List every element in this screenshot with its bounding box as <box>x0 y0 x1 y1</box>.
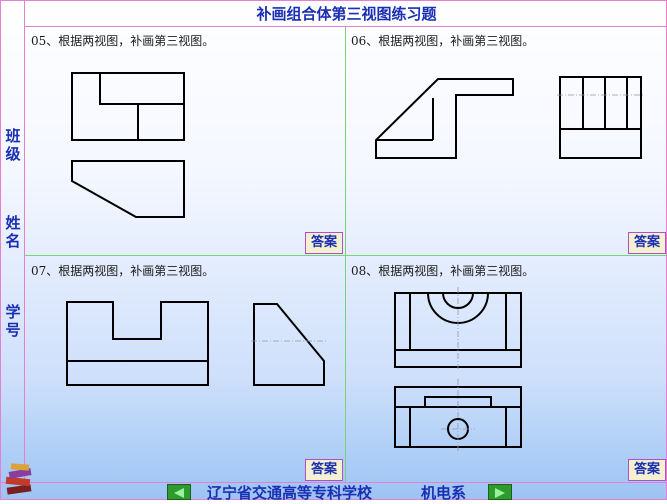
books-icon <box>5 463 32 495</box>
answer-button-07[interactable]: 答案 <box>305 459 343 481</box>
side-label-number: 学号 <box>5 303 21 339</box>
grid-divider-horizontal <box>25 255 667 256</box>
prev-button[interactable] <box>167 484 191 500</box>
question-06-text: 06、根据两视图，补画第三视图。 <box>351 34 535 48</box>
side-label-class: 班级 <box>5 127 21 163</box>
side-label-name: 姓名 <box>5 214 21 250</box>
page-title: 补画组合体第三视图练习题 <box>25 1 667 27</box>
question-08-text: 08、根据两视图，补画第三视图。 <box>351 264 535 278</box>
grid-divider-vertical <box>345 27 346 482</box>
footer-department: 机电系 <box>421 484 467 502</box>
footer-divider <box>1 482 667 483</box>
answer-button-08[interactable]: 答案 <box>628 459 666 481</box>
triangle-right-icon <box>495 488 505 498</box>
question-07-text: 07、根据两视图，补画第三视图。 <box>31 264 215 278</box>
triangle-left-icon <box>174 488 184 498</box>
footer-school: 辽宁省交通高等专科学校 <box>207 484 373 502</box>
question-05-text: 05、根据两视图，补画第三视图。 <box>31 34 215 48</box>
answer-button-05[interactable]: 答案 <box>305 232 343 254</box>
answer-button-06[interactable]: 答案 <box>628 232 666 254</box>
side-column: 班级 姓名 学号 <box>1 1 25 482</box>
next-button[interactable] <box>488 484 512 500</box>
